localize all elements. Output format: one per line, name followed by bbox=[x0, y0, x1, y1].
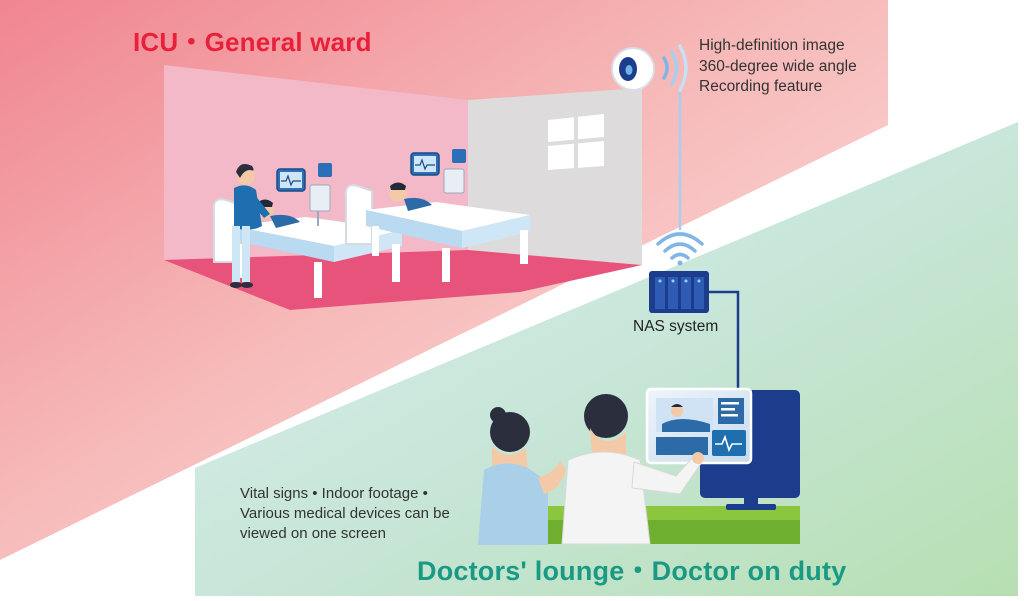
screen-info-line-3: viewed on one screen bbox=[240, 525, 386, 542]
screen-info-line-2: Various medical devices can be bbox=[240, 505, 450, 522]
vital-monitor-left bbox=[276, 163, 332, 226]
lounge-background bbox=[195, 122, 1018, 596]
wifi-icon bbox=[656, 232, 704, 266]
camera-feature-hd: High-definition image bbox=[699, 37, 845, 54]
signal-waves-icon bbox=[662, 44, 688, 92]
ward-title: ICU・General ward bbox=[133, 27, 372, 57]
nurse-figure bbox=[230, 164, 270, 288]
camera-features-list: High-definition image 360-degree wide an… bbox=[699, 36, 857, 98]
bed-right bbox=[344, 182, 530, 282]
vital-monitor-right bbox=[410, 149, 466, 194]
nas-cable bbox=[709, 290, 740, 390]
camera-icon bbox=[611, 47, 682, 230]
doctor-man-figure bbox=[561, 394, 704, 545]
window bbox=[547, 114, 605, 170]
lounge-title: Doctors' lounge・Doctor on duty bbox=[417, 556, 847, 586]
screen-info-text: Vital signs • Indoor footage • Various m… bbox=[240, 484, 450, 544]
camera-feature-recording: Recording feature bbox=[699, 78, 823, 95]
camera-feature-wide-angle: 360-degree wide angle bbox=[699, 57, 857, 75]
nas-label: NAS system bbox=[633, 318, 719, 335]
doctor-woman-figure bbox=[478, 407, 566, 545]
nas-device-icon bbox=[649, 271, 709, 313]
monitor-screen-popup bbox=[645, 387, 753, 465]
screen-info-line-1: Vital signs • Indoor footage • bbox=[240, 485, 428, 502]
